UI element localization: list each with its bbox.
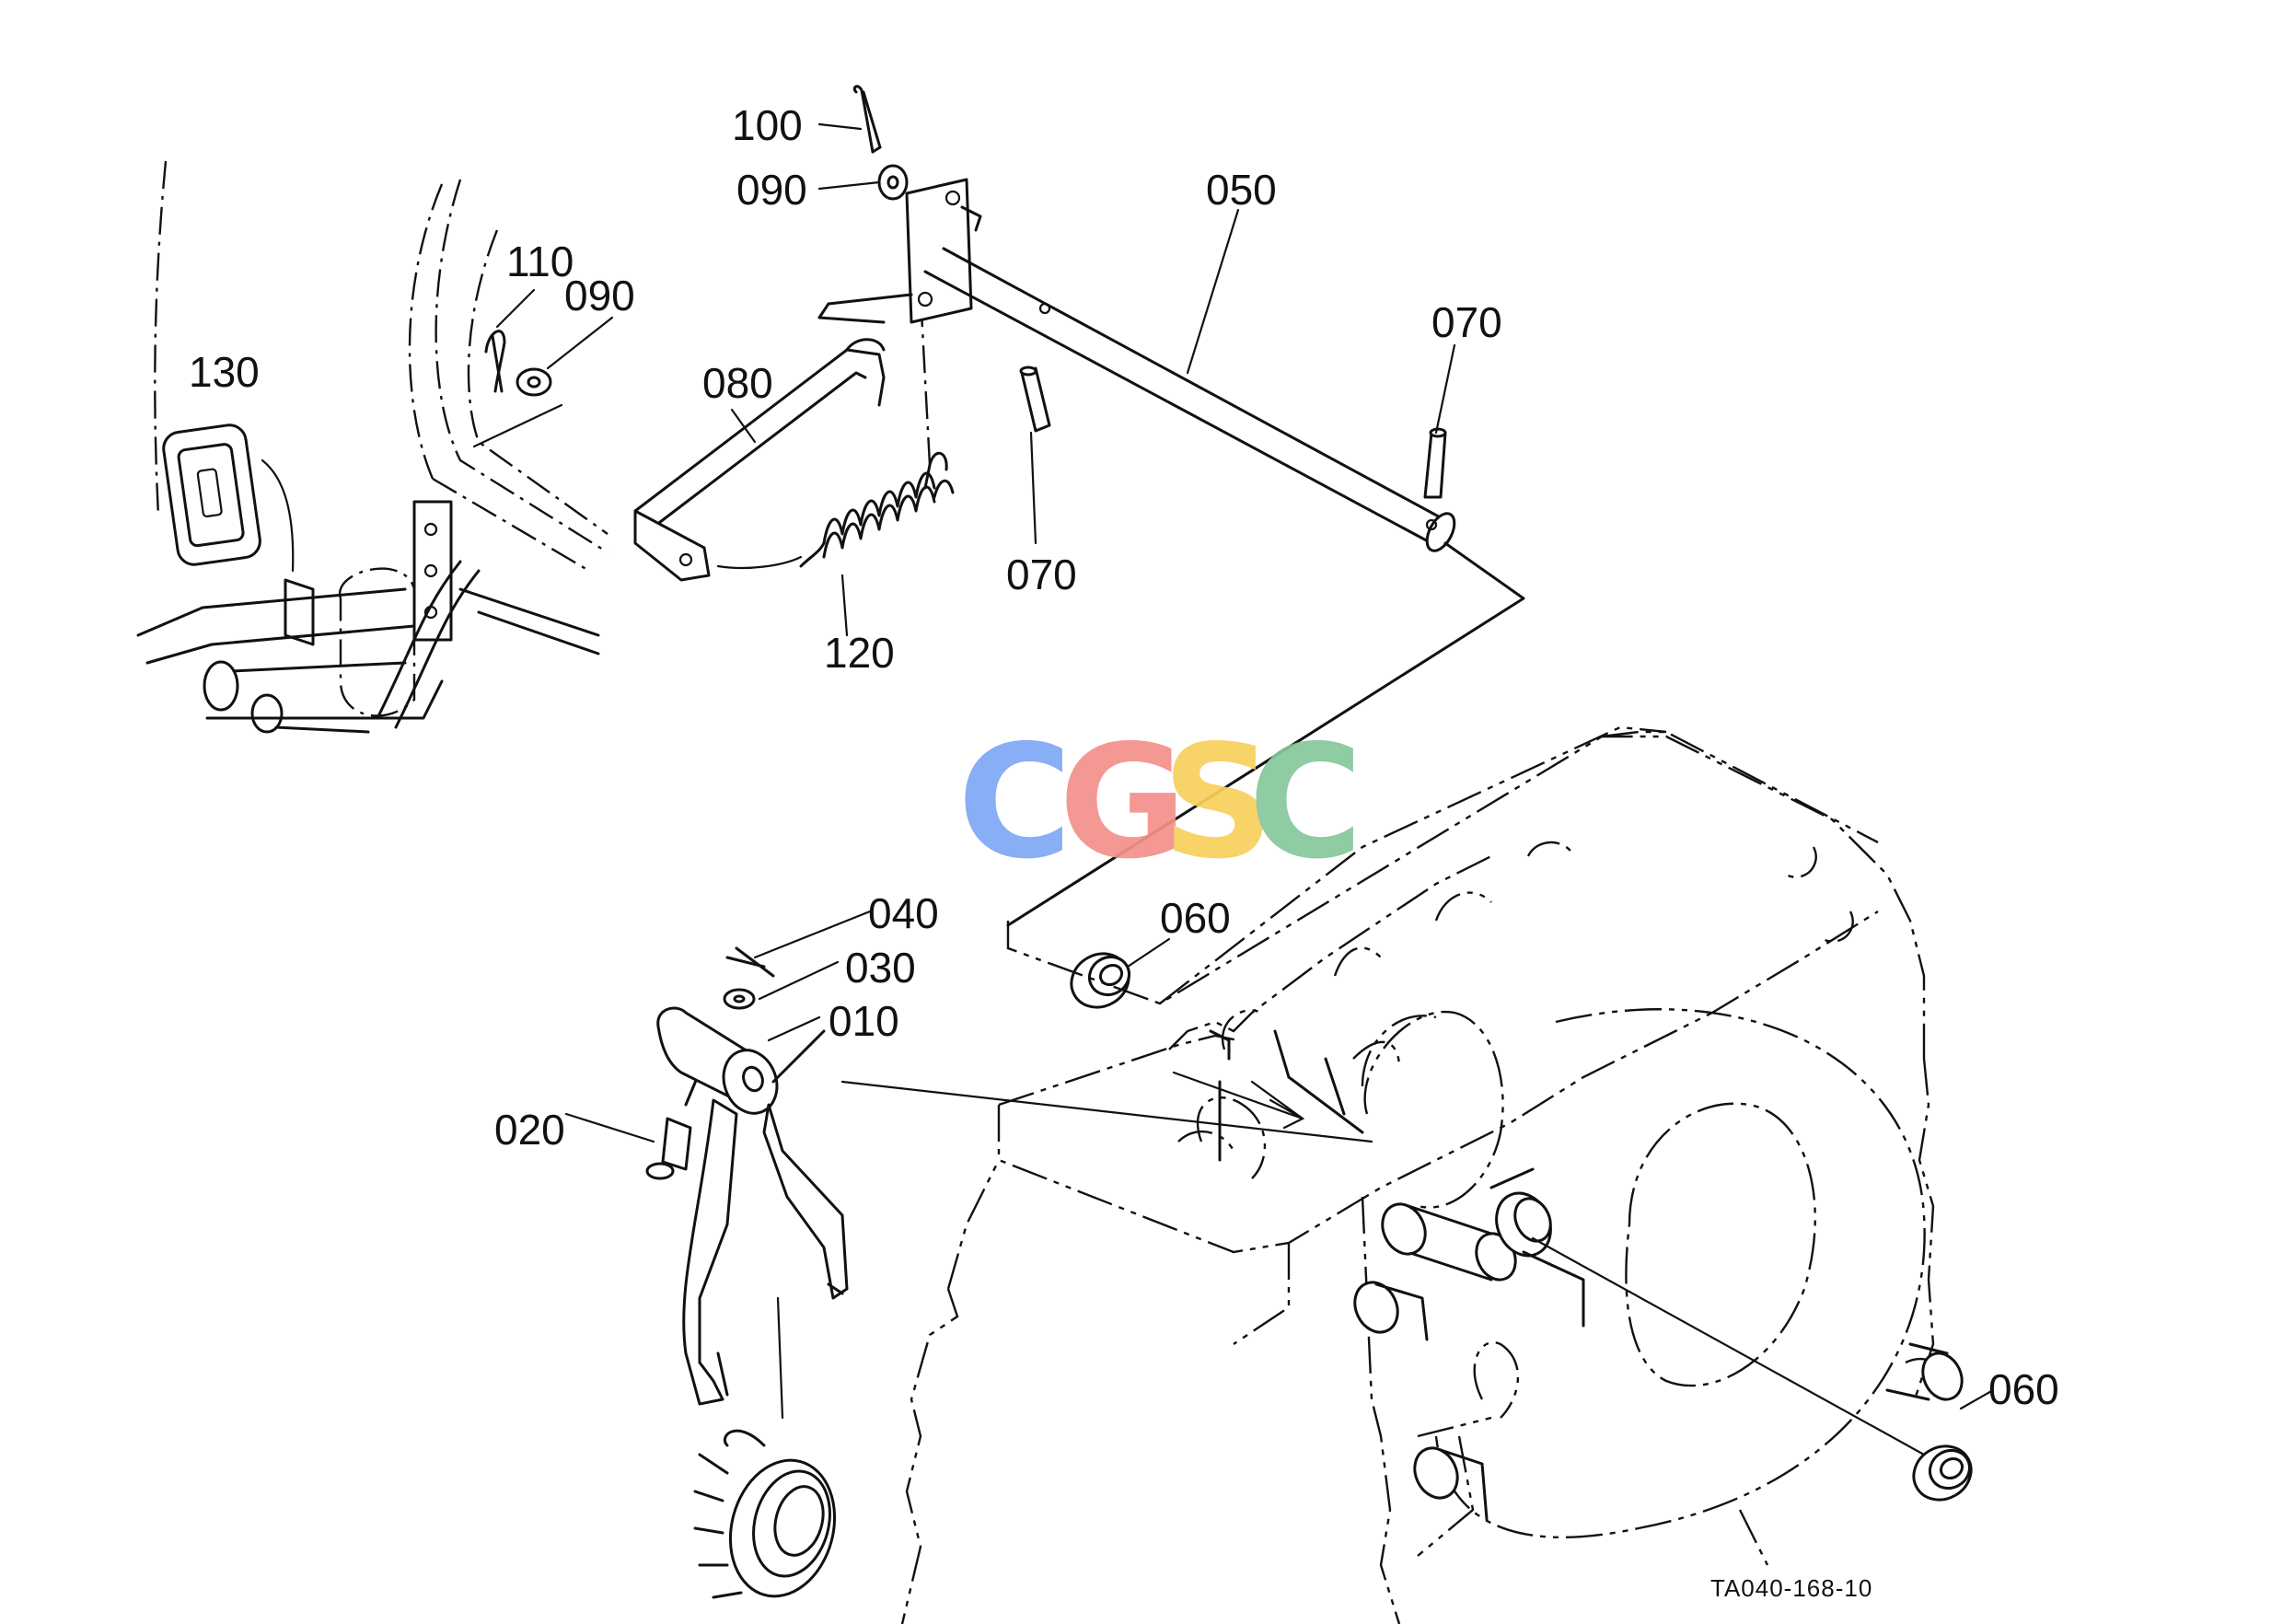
watermark-letter-3: S: [1162, 712, 1274, 894]
watermark-letter-1: C: [957, 712, 1072, 894]
callout-050: 050: [1206, 166, 1277, 214]
watermark: C G S C: [957, 712, 1363, 894]
transmission-case: [840, 725, 1964, 1624]
callout-040: 040: [868, 889, 939, 937]
callout-120: 120: [824, 629, 895, 677]
part-050-shaft: [817, 178, 1525, 927]
callout-030: 030: [845, 944, 916, 992]
left-housing-outline: [136, 160, 608, 734]
callout-060-upper: 060: [1160, 894, 1231, 942]
callout-090-top: 090: [736, 166, 807, 214]
part-070-pin-a: [1019, 365, 1051, 433]
part-070-pin-b: [1423, 427, 1447, 499]
callout-labels: 100 090 050 110 090 130 080 070 070 120 …: [189, 101, 2059, 1413]
part-110-r-pin: [484, 330, 506, 393]
part-040-pin: [725, 946, 775, 978]
part-080-link-rod: [633, 338, 886, 582]
part-030-washer: [723, 988, 756, 1010]
part-060-bearing-lower: [1912, 1444, 1973, 1502]
watermark-letter-2: G: [1059, 712, 1188, 894]
callout-070-left: 070: [1006, 551, 1077, 598]
gear-coupling: [693, 1429, 837, 1599]
callout-110: 110: [506, 238, 574, 285]
callout-070-right: 070: [1431, 298, 1502, 346]
watermark-letter-4: C: [1248, 712, 1363, 894]
leader-lines: [495, 122, 1995, 1410]
part-060-bearing-upper: [1070, 952, 1131, 1009]
part-090-washer-left: [516, 367, 552, 397]
part-130-boot: [162, 423, 295, 573]
callout-060-lower: 060: [1988, 1365, 2059, 1413]
callout-130: 130: [189, 348, 260, 396]
part-120-spring: [716, 294, 955, 570]
callout-090-left: 090: [564, 272, 635, 319]
part-090-washer-top: [877, 164, 909, 201]
callout-100: 100: [732, 101, 803, 149]
callout-080: 080: [702, 359, 773, 407]
callout-010: 010: [829, 997, 899, 1045]
drawing-code: TA040-168-10: [1710, 1574, 1872, 1602]
part-010-shift-fork: [656, 1006, 849, 1420]
part-100-split-pin: [852, 85, 882, 154]
callout-020: 020: [494, 1106, 565, 1154]
